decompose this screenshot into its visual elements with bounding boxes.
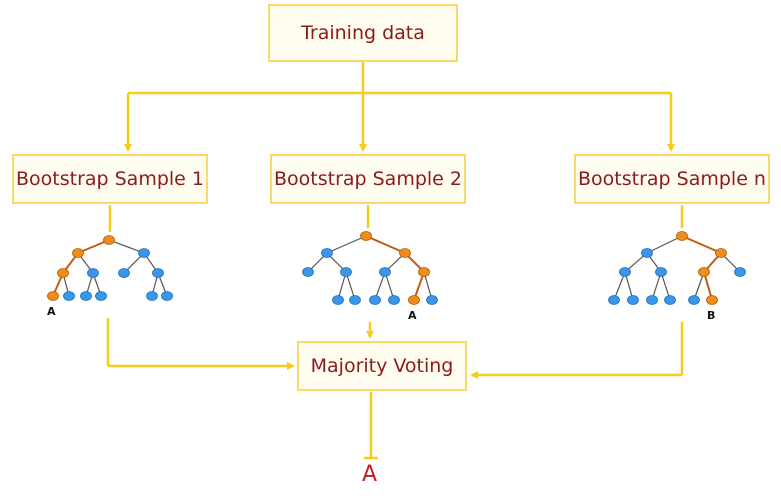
tree-1-node-8 [63,291,75,301]
tree-n-node-6 [734,267,746,277]
tree-n-node-1 [641,248,653,258]
tree-2-node-11 [408,295,420,305]
tree-2-node-6 [418,267,430,277]
tree-n-edge-0 [646,235,683,254]
tree-2-output-label: A [408,309,417,322]
tree-1-node-6 [152,268,164,278]
training-data-label: Training data [301,22,425,44]
tree-n-node-2 [715,248,727,258]
majority-voting-label: Majority Voting [310,355,454,377]
tree-2-node-12 [426,295,438,305]
tree-n-node-11 [688,295,700,305]
tree-n-node-10 [664,295,676,305]
tree-2-node-4 [340,267,352,277]
tree-1-node-12 [161,291,173,301]
tree-n-node-7 [608,295,620,305]
connector-lines [106,62,684,460]
bootstrap-sample-1-box: Bootstrap Sample 1 [12,154,208,204]
bootstrap-sample-2-label: Bootstrap Sample 2 [273,168,462,190]
bootstrap-sample-1-label: Bootstrap Sample 1 [15,168,204,190]
tree-2-node-3 [302,267,314,277]
tree-1-node-2 [138,248,150,258]
tree-2-node-2 [399,248,411,258]
tree-n-node-3 [619,267,631,277]
tree-1-edge-1 [108,239,145,254]
tree-1-node-3 [57,268,69,278]
tree-1 [47,235,173,301]
decision-trees [47,231,746,305]
tree-2 [302,231,438,305]
tree-n-output-label: B [707,309,716,322]
bootstrap-sample-n-box: Bootstrap Sample n [574,154,770,204]
tree-2-edge-0 [326,235,367,254]
tree-n-node-5 [698,267,710,277]
tree-1-node-7 [47,291,59,301]
tree-2-node-0 [360,231,372,241]
tree-2-node-10 [388,295,400,305]
tree-n-node-9 [646,295,658,305]
tree-2-edge-1 [365,235,406,254]
tree-1-node-9 [80,291,92,301]
tree-2-node-9 [369,295,381,305]
tree-n-node-0 [676,231,688,241]
tree-1-output-label: A [47,305,56,318]
final-output-label: A [362,462,378,487]
tree-n-node-12 [706,295,718,305]
tree-2-node-1 [321,248,333,258]
tree-n-edge-1 [681,235,722,254]
tree-1-node-4 [87,268,99,278]
tree-n-node-4 [655,267,667,277]
tree-1-node-0 [103,235,115,245]
tree-n [608,231,746,305]
bootstrap-sample-2-box: Bootstrap Sample 2 [270,154,466,204]
tree-1-node-11 [146,291,158,301]
tree-2-node-7 [332,295,344,305]
tree-n-node-8 [627,295,639,305]
tree-1-node-10 [95,291,107,301]
tree-1-node-1 [72,248,84,258]
bootstrap-sample-n-label: Bootstrap Sample n [578,168,766,190]
tree-2-node-8 [349,295,361,305]
tree-1-node-5 [118,268,130,278]
training-data-box: Training data [268,4,458,62]
majority-voting-box: Majority Voting [297,341,467,391]
tree-2-node-5 [379,267,391,277]
